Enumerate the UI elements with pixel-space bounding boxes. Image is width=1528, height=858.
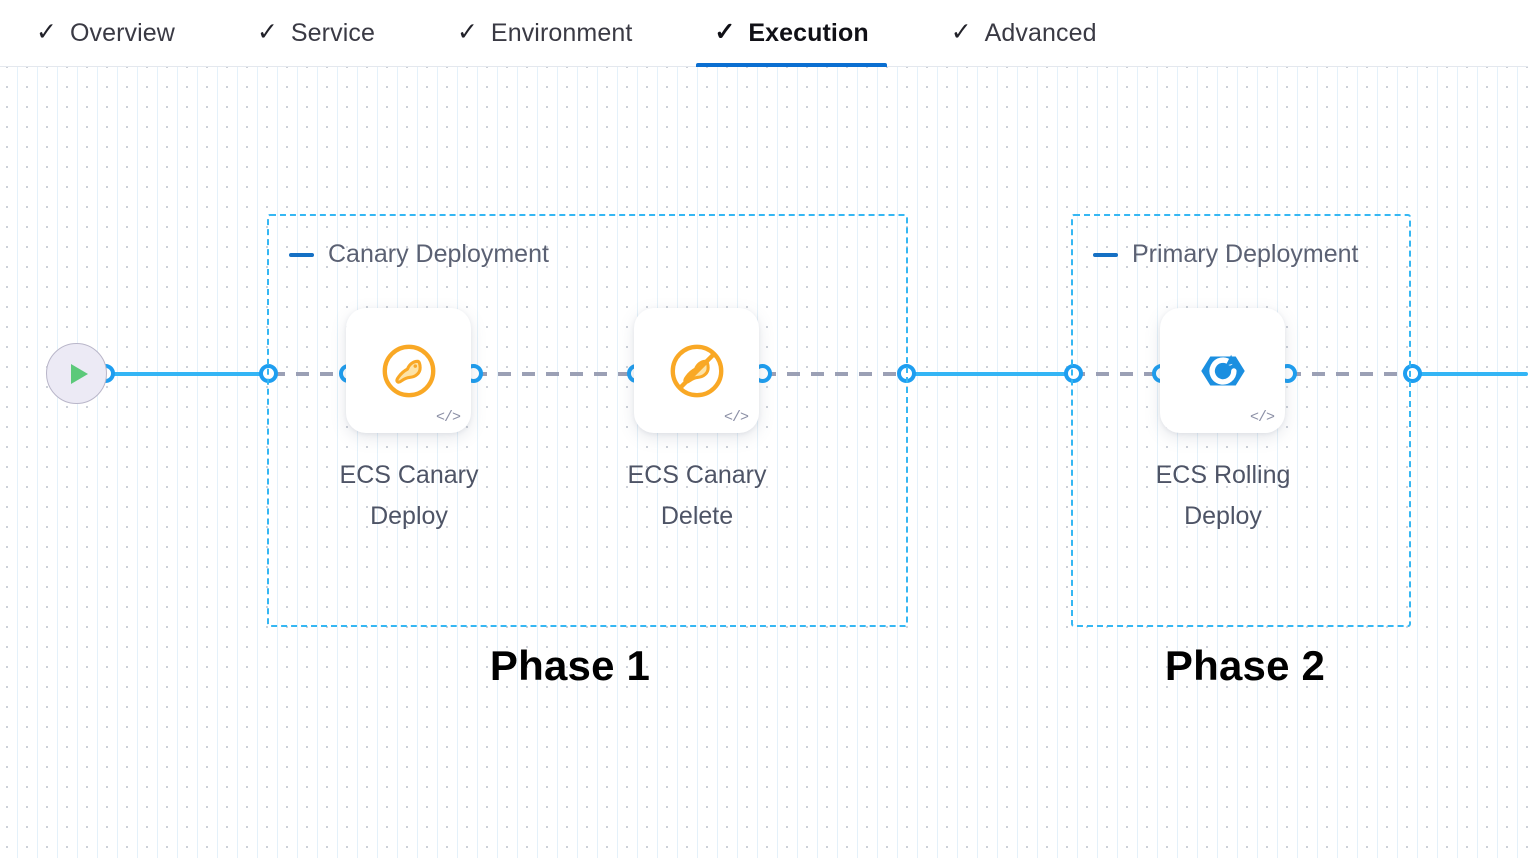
- connector-layer: [0, 67, 1528, 858]
- wire-node2-to-group1-out: [763, 372, 911, 376]
- group-title-primary: Primary Deployment: [1132, 240, 1359, 268]
- minus-icon[interactable]: [289, 252, 314, 257]
- code-icon[interactable]: </>: [1249, 409, 1275, 426]
- code-icon[interactable]: </>: [435, 409, 461, 426]
- port-group2-out[interactable]: [1403, 364, 1422, 383]
- wire-start-to-group1: [107, 372, 272, 376]
- rolling-deploy-icon: [1160, 308, 1285, 433]
- tab-advanced-label: Advanced: [984, 18, 1097, 47]
- wire-group1-to-group2: [906, 372, 1076, 376]
- canary-bird-slash-icon: [634, 308, 759, 433]
- pipeline-canvas[interactable]: Canary Deployment Primary Deployment </>…: [0, 67, 1528, 858]
- tab-service-label: Service: [290, 18, 375, 47]
- code-icon[interactable]: </>: [723, 409, 749, 426]
- tab-overview[interactable]: ✓ Overview: [36, 0, 199, 66]
- annotation-phase-2: Phase 2: [1164, 642, 1326, 689]
- step-node-ecs-rolling-deploy[interactable]: </>: [1160, 308, 1285, 433]
- group-title-canary: Canary Deployment: [328, 240, 549, 268]
- wire-group1-in-to-node1: [272, 372, 352, 376]
- active-tab-underline: [696, 63, 887, 67]
- check-icon: ✓: [950, 17, 972, 46]
- check-icon: ✓: [36, 17, 57, 46]
- group-header: Canary Deployment: [289, 240, 549, 269]
- tab-advanced[interactable]: ✓ Advanced: [951, 0, 1121, 66]
- step-group-canary-deployment[interactable]: Canary Deployment: [267, 214, 908, 627]
- port-group2-in[interactable]: [1064, 364, 1083, 383]
- check-icon: ✓: [456, 17, 478, 46]
- wire-group2-in-to-node3: [1072, 372, 1167, 376]
- pipeline-start-node[interactable]: [46, 343, 107, 404]
- tab-environment[interactable]: ✓ Environment: [457, 0, 656, 66]
- group-header: Primary Deployment: [1093, 240, 1358, 269]
- wizard-tab-bar: ✓ Overview ✓ Service ✓ Environment ✓ Exe…: [0, 0, 1528, 67]
- wire-node3-to-group2-out: [1288, 372, 1416, 376]
- tab-environment-label: Environment: [490, 18, 633, 47]
- play-icon: [70, 363, 88, 384]
- wire-group2-to-next: [1412, 372, 1528, 376]
- step-group-primary-deployment[interactable]: Primary Deployment: [1071, 214, 1411, 627]
- tab-service[interactable]: ✓ Service: [257, 0, 399, 66]
- step-node-ecs-canary-deploy[interactable]: </>: [346, 308, 471, 433]
- check-icon: ✓: [256, 17, 278, 46]
- annotation-phase-1: Phase 1: [489, 642, 651, 689]
- wire-node1-to-node2: [474, 372, 642, 376]
- step-node-ecs-canary-delete[interactable]: </>: [634, 308, 759, 433]
- tab-execution[interactable]: ✓ Execution: [696, 0, 892, 67]
- tab-overview-label: Overview: [69, 18, 175, 47]
- tab-execution-label: Execution: [748, 18, 869, 47]
- check-icon: ✓: [714, 17, 736, 46]
- minus-icon[interactable]: [1093, 252, 1118, 257]
- canary-bird-icon: [346, 308, 471, 433]
